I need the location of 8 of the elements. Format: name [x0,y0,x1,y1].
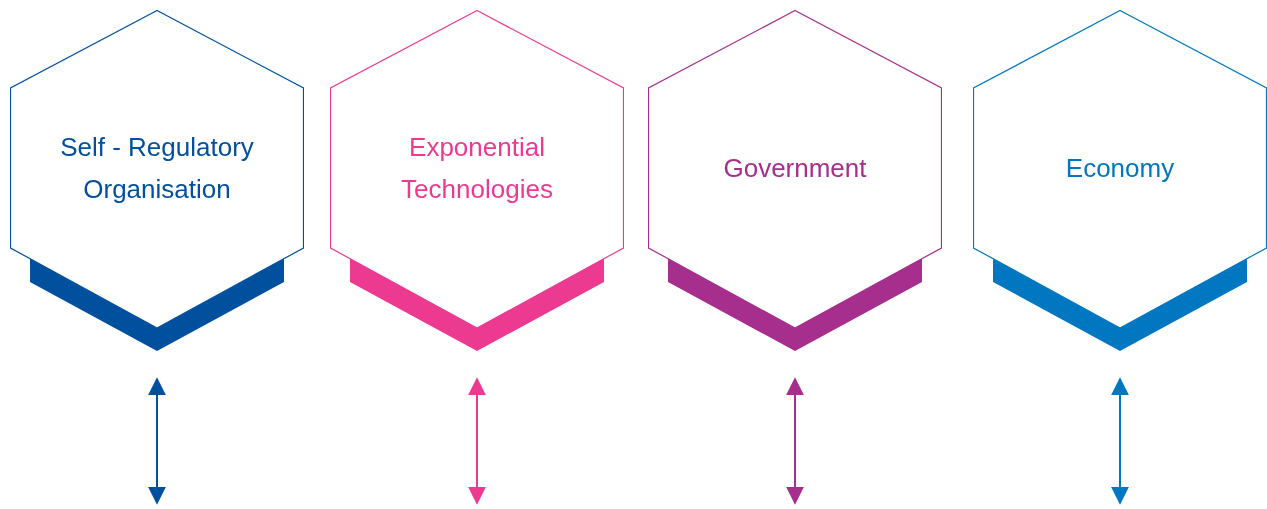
double-arrow [1111,377,1129,505]
node-label: Government [723,152,867,185]
double-arrow [148,377,166,505]
double-arrow [786,377,804,505]
double-arrow [468,377,486,505]
node-label: Exponential Technologies [400,131,554,206]
node-label: Self - Regulatory Organisation [59,131,255,206]
node-label: Economy [1065,152,1175,185]
